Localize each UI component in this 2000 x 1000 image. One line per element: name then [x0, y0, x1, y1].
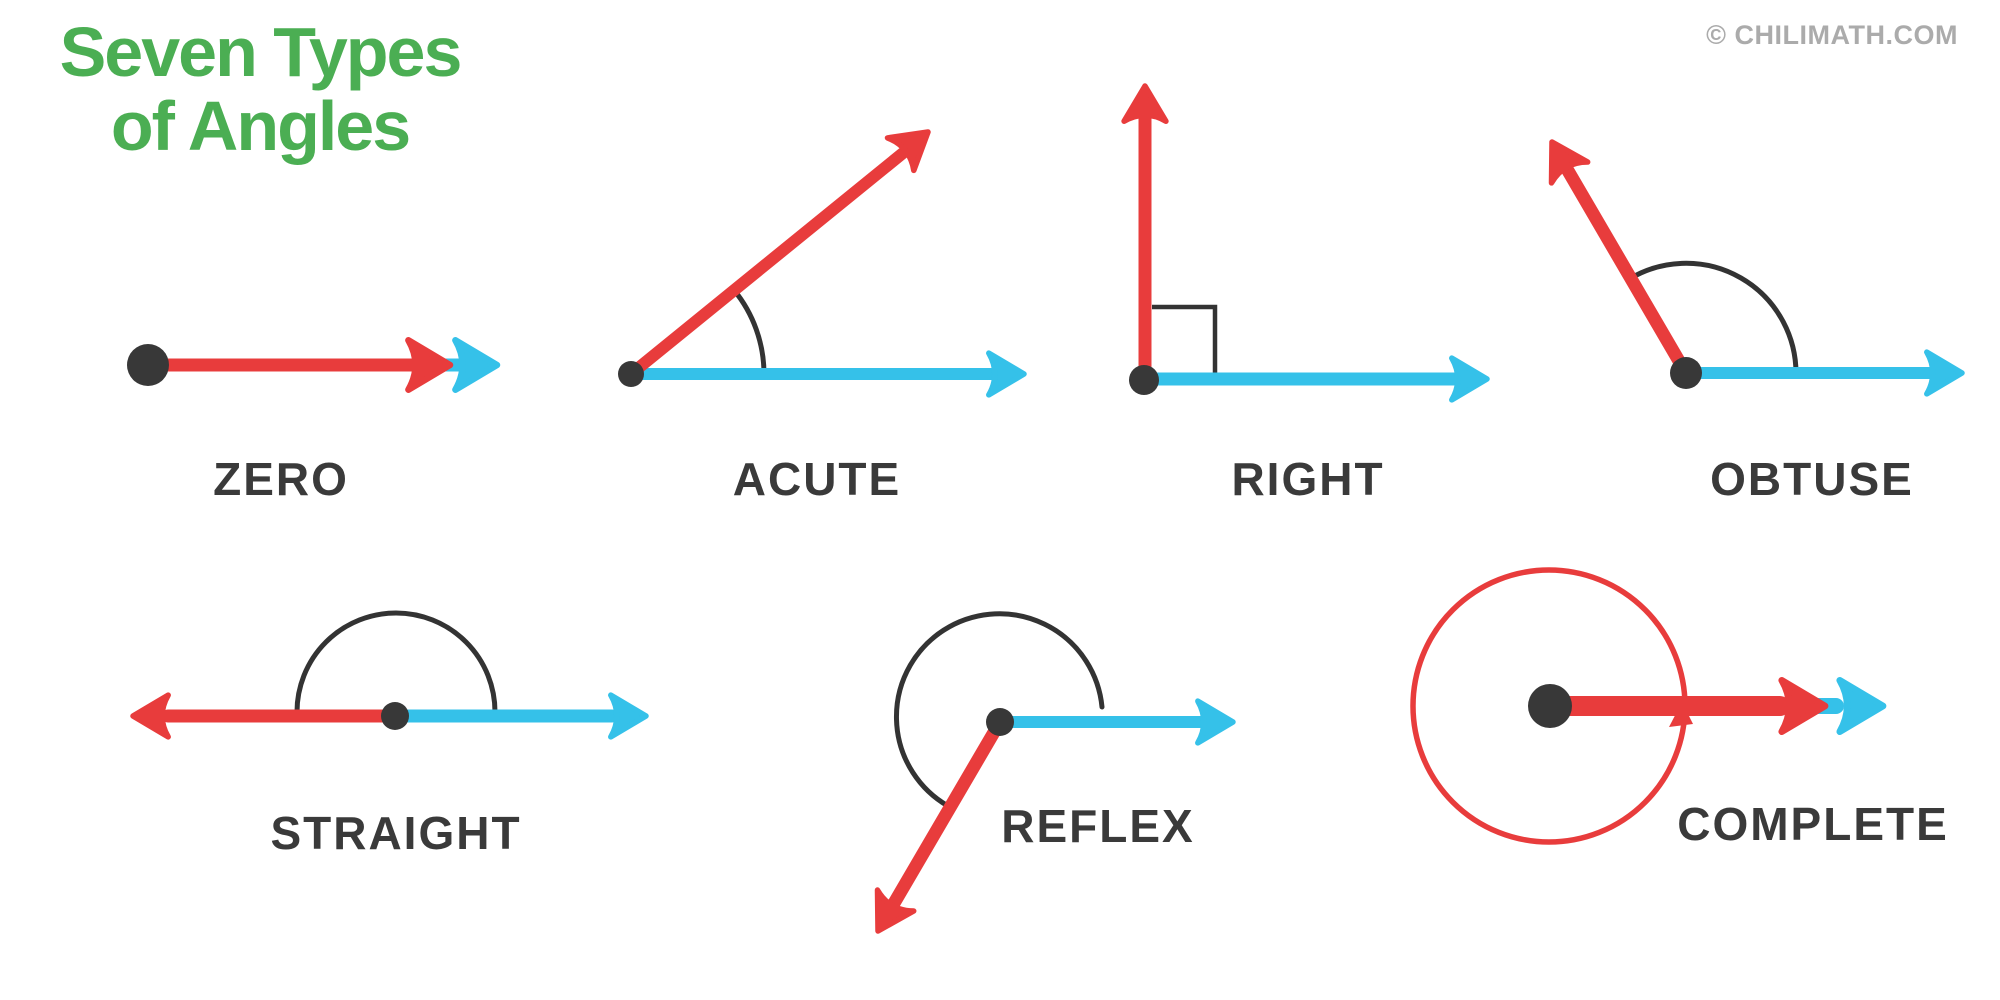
right-blue-arrowhead-icon — [1452, 358, 1487, 400]
zero-blue-arrowhead-icon — [455, 340, 497, 389]
reflex-angle-arc — [893, 611, 1105, 809]
obtuse-angle-label: OBTUSE — [1710, 453, 1914, 505]
zero-vertex-dot — [127, 344, 169, 386]
obtuse-angle-arc — [1628, 260, 1799, 376]
complete-vertex-dot — [1528, 684, 1572, 728]
reflex-vertex-dot — [986, 708, 1014, 736]
complete-angle-label: COMPLETE — [1677, 798, 1949, 850]
straight-vertex-dot — [381, 702, 409, 730]
acute-angle-label: ACUTE — [732, 453, 902, 505]
obtuse-red-ray — [1560, 162, 1693, 380]
straight-angle-diagram — [133, 610, 646, 737]
reflex-blue-arrowhead-icon — [1198, 701, 1233, 743]
reflex-angle-diagram — [860, 611, 1233, 942]
zero-red-arrowhead-icon — [408, 340, 450, 389]
reflex-red-arrowhead-icon — [860, 890, 914, 941]
straight-red-arrowhead-icon — [133, 695, 168, 737]
obtuse-vertex-dot — [1670, 357, 1702, 389]
right-angle-diagram — [1124, 86, 1487, 400]
right-angle-square-marker — [1152, 304, 1218, 373]
acute-blue-arrowhead-icon — [989, 353, 1024, 395]
copyright-text: © CHILIMATH.COM — [1706, 20, 1958, 50]
right-red-arrowhead-icon — [1124, 86, 1166, 121]
title-line-1: Seven Types — [59, 13, 463, 91]
straight-angle-arc — [294, 610, 498, 715]
page-title: Seven Types of Angles — [40, 13, 480, 165]
reflex-red-ray — [886, 715, 1007, 912]
acute-red-ray — [625, 147, 909, 380]
obtuse-angle-diagram — [1534, 132, 1962, 394]
right-vertex-dot — [1129, 365, 1159, 395]
zero-angle-label: ZERO — [213, 453, 349, 505]
acute-angle-arc — [731, 287, 767, 377]
complete-angle-diagram — [1410, 567, 1883, 845]
obtuse-blue-arrowhead-icon — [1927, 352, 1962, 394]
right-angle-label: RIGHT — [1231, 453, 1385, 505]
complete-blue-arrowhead-icon — [1840, 680, 1883, 731]
straight-blue-arrowhead-icon — [611, 695, 646, 737]
obtuse-red-arrowhead-icon — [1534, 132, 1588, 183]
acute-angle-diagram — [618, 116, 1024, 395]
acute-vertex-dot — [618, 361, 644, 387]
reflex-angle-label: REFLEX — [1001, 800, 1195, 852]
complete-red-arrowhead-icon — [1782, 680, 1825, 731]
zero-angle-diagram — [127, 340, 497, 389]
title-line-2: of Angles — [110, 86, 411, 165]
straight-angle-label: STRAIGHT — [270, 807, 522, 859]
